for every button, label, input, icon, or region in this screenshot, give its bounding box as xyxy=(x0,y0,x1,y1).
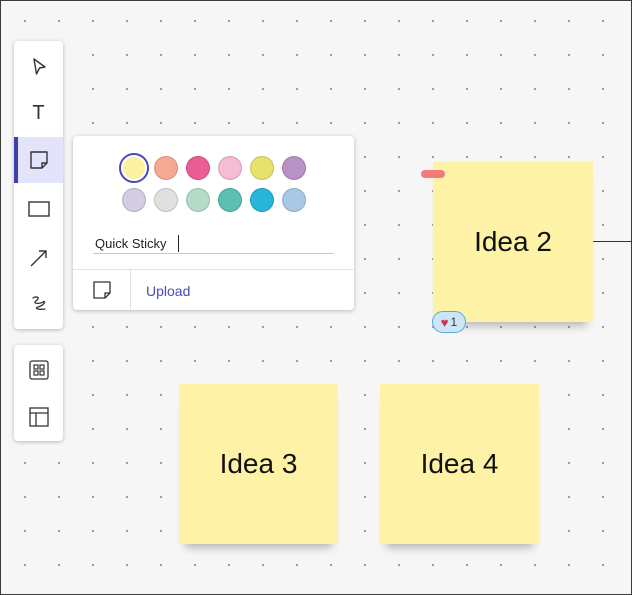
color-swatch[interactable] xyxy=(186,156,210,180)
sticky-note[interactable]: Idea 2 xyxy=(433,162,593,322)
arrow-icon xyxy=(30,250,47,267)
color-swatch[interactable] xyxy=(250,188,274,212)
sticky-note-text: Idea 3 xyxy=(219,448,298,479)
heart-icon: ♥ xyxy=(440,314,449,330)
pen-tool-button[interactable] xyxy=(14,281,63,327)
shape-tool-button[interactable] xyxy=(14,186,63,232)
text-caret xyxy=(178,235,179,252)
text-icon: T xyxy=(32,101,45,124)
text-tool-button[interactable]: T xyxy=(14,90,63,136)
select-tool-button[interactable] xyxy=(14,44,63,90)
color-swatch[interactable] xyxy=(250,156,274,180)
pointer-icon xyxy=(32,58,46,75)
color-swatch[interactable] xyxy=(119,153,149,183)
grid-icon xyxy=(28,360,49,380)
main-toolbar: T xyxy=(14,41,63,329)
sticky-note-tool-button[interactable] xyxy=(14,137,63,183)
sticky-note-icon xyxy=(29,151,48,169)
sticky-note[interactable]: Idea 4 xyxy=(380,384,539,544)
sticky-name-input[interactable] xyxy=(93,234,334,254)
color-swatch[interactable] xyxy=(154,188,178,212)
color-swatch[interactable] xyxy=(282,156,306,180)
popover-divider xyxy=(73,269,354,270)
reaction-count: 1 xyxy=(450,315,458,329)
color-swatch[interactable] xyxy=(122,188,146,212)
popover-divider xyxy=(130,270,131,310)
arrow-tool-button[interactable] xyxy=(14,235,63,281)
color-swatch[interactable] xyxy=(218,156,242,180)
grid-apps-button[interactable] xyxy=(14,347,63,393)
color-swatch[interactable] xyxy=(282,188,306,212)
sticky-note-shape-button[interactable] xyxy=(73,270,130,310)
connector-line[interactable] xyxy=(593,241,632,242)
sticky-note-icon xyxy=(92,281,111,299)
tag-label[interactable] xyxy=(421,170,445,178)
sticky-note-text: Idea 2 xyxy=(474,226,552,257)
sticky-note-popover: Upload xyxy=(73,136,354,310)
secondary-toolbar xyxy=(14,345,63,441)
color-swatch[interactable] xyxy=(186,188,210,212)
upload-link[interactable]: Upload xyxy=(146,283,191,299)
squiggle-icon xyxy=(31,296,46,310)
sticky-note-text: Idea 4 xyxy=(420,448,499,479)
rectangle-icon xyxy=(27,201,50,217)
template-layout-icon xyxy=(28,407,49,427)
reaction-badge[interactable]: ♥ 1 xyxy=(432,311,466,333)
color-swatch[interactable] xyxy=(218,188,242,212)
color-swatch[interactable] xyxy=(154,156,178,180)
templates-button[interactable] xyxy=(14,394,63,440)
sticky-note[interactable]: Idea 3 xyxy=(179,384,338,544)
